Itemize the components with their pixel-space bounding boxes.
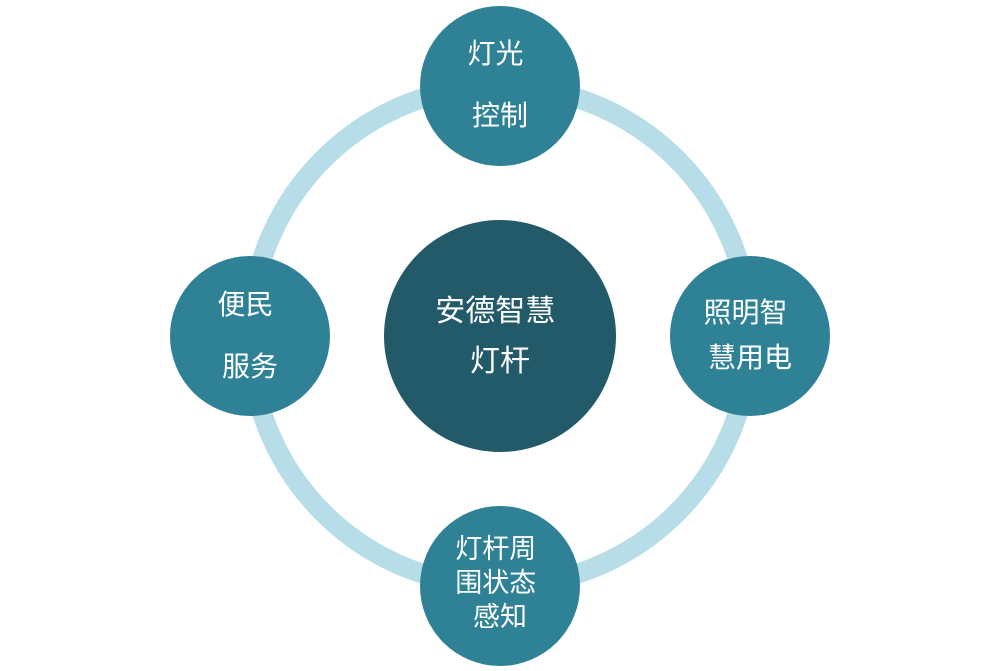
node-bottom-label-line1: 灯杆周 [455, 534, 536, 565]
node-left-label-line1: 便民 [218, 288, 274, 321]
center-node: 安德智慧 灯杆 [384, 220, 616, 452]
svg-text:照明智 慧用电: 照明智 慧用电 [704, 296, 797, 374]
node-bottom-label-line2: 围状态 [455, 568, 536, 599]
svg-text:灯光 控制: 灯光 控制 [468, 37, 533, 132]
svg-text:便民 服务: 便民 服务 [218, 288, 283, 383]
node-left-circle [170, 256, 330, 416]
node-top: 灯光 控制 [420, 6, 580, 166]
center-node-label-line1: 安德智慧 [435, 294, 555, 329]
node-left-label-line2: 服务 [222, 350, 278, 383]
node-left: 便民 服务 [170, 256, 330, 416]
svg-text:安德智慧 灯杆: 安德智慧 灯杆 [435, 294, 565, 379]
node-right-label-line1: 照明智 [704, 296, 788, 329]
node-top-label-line1: 灯光 [468, 37, 524, 70]
node-bottom: 灯杆周 围状态 感知 [420, 506, 580, 666]
center-node-circle [384, 220, 616, 452]
node-right-label-line2: 慧用电 [708, 341, 792, 374]
node-top-circle [420, 6, 580, 166]
node-right-circle [670, 256, 830, 416]
node-right: 照明智 慧用电 [670, 256, 830, 416]
node-bottom-label-line3: 感知 [473, 602, 527, 633]
node-bottom-circle [420, 506, 580, 666]
svg-text:灯杆周 围状态 感知: 灯杆周 围状态 感知 [455, 534, 545, 633]
center-node-label-line2: 灯杆 [470, 344, 530, 379]
node-top-label-line2: 控制 [472, 99, 528, 132]
